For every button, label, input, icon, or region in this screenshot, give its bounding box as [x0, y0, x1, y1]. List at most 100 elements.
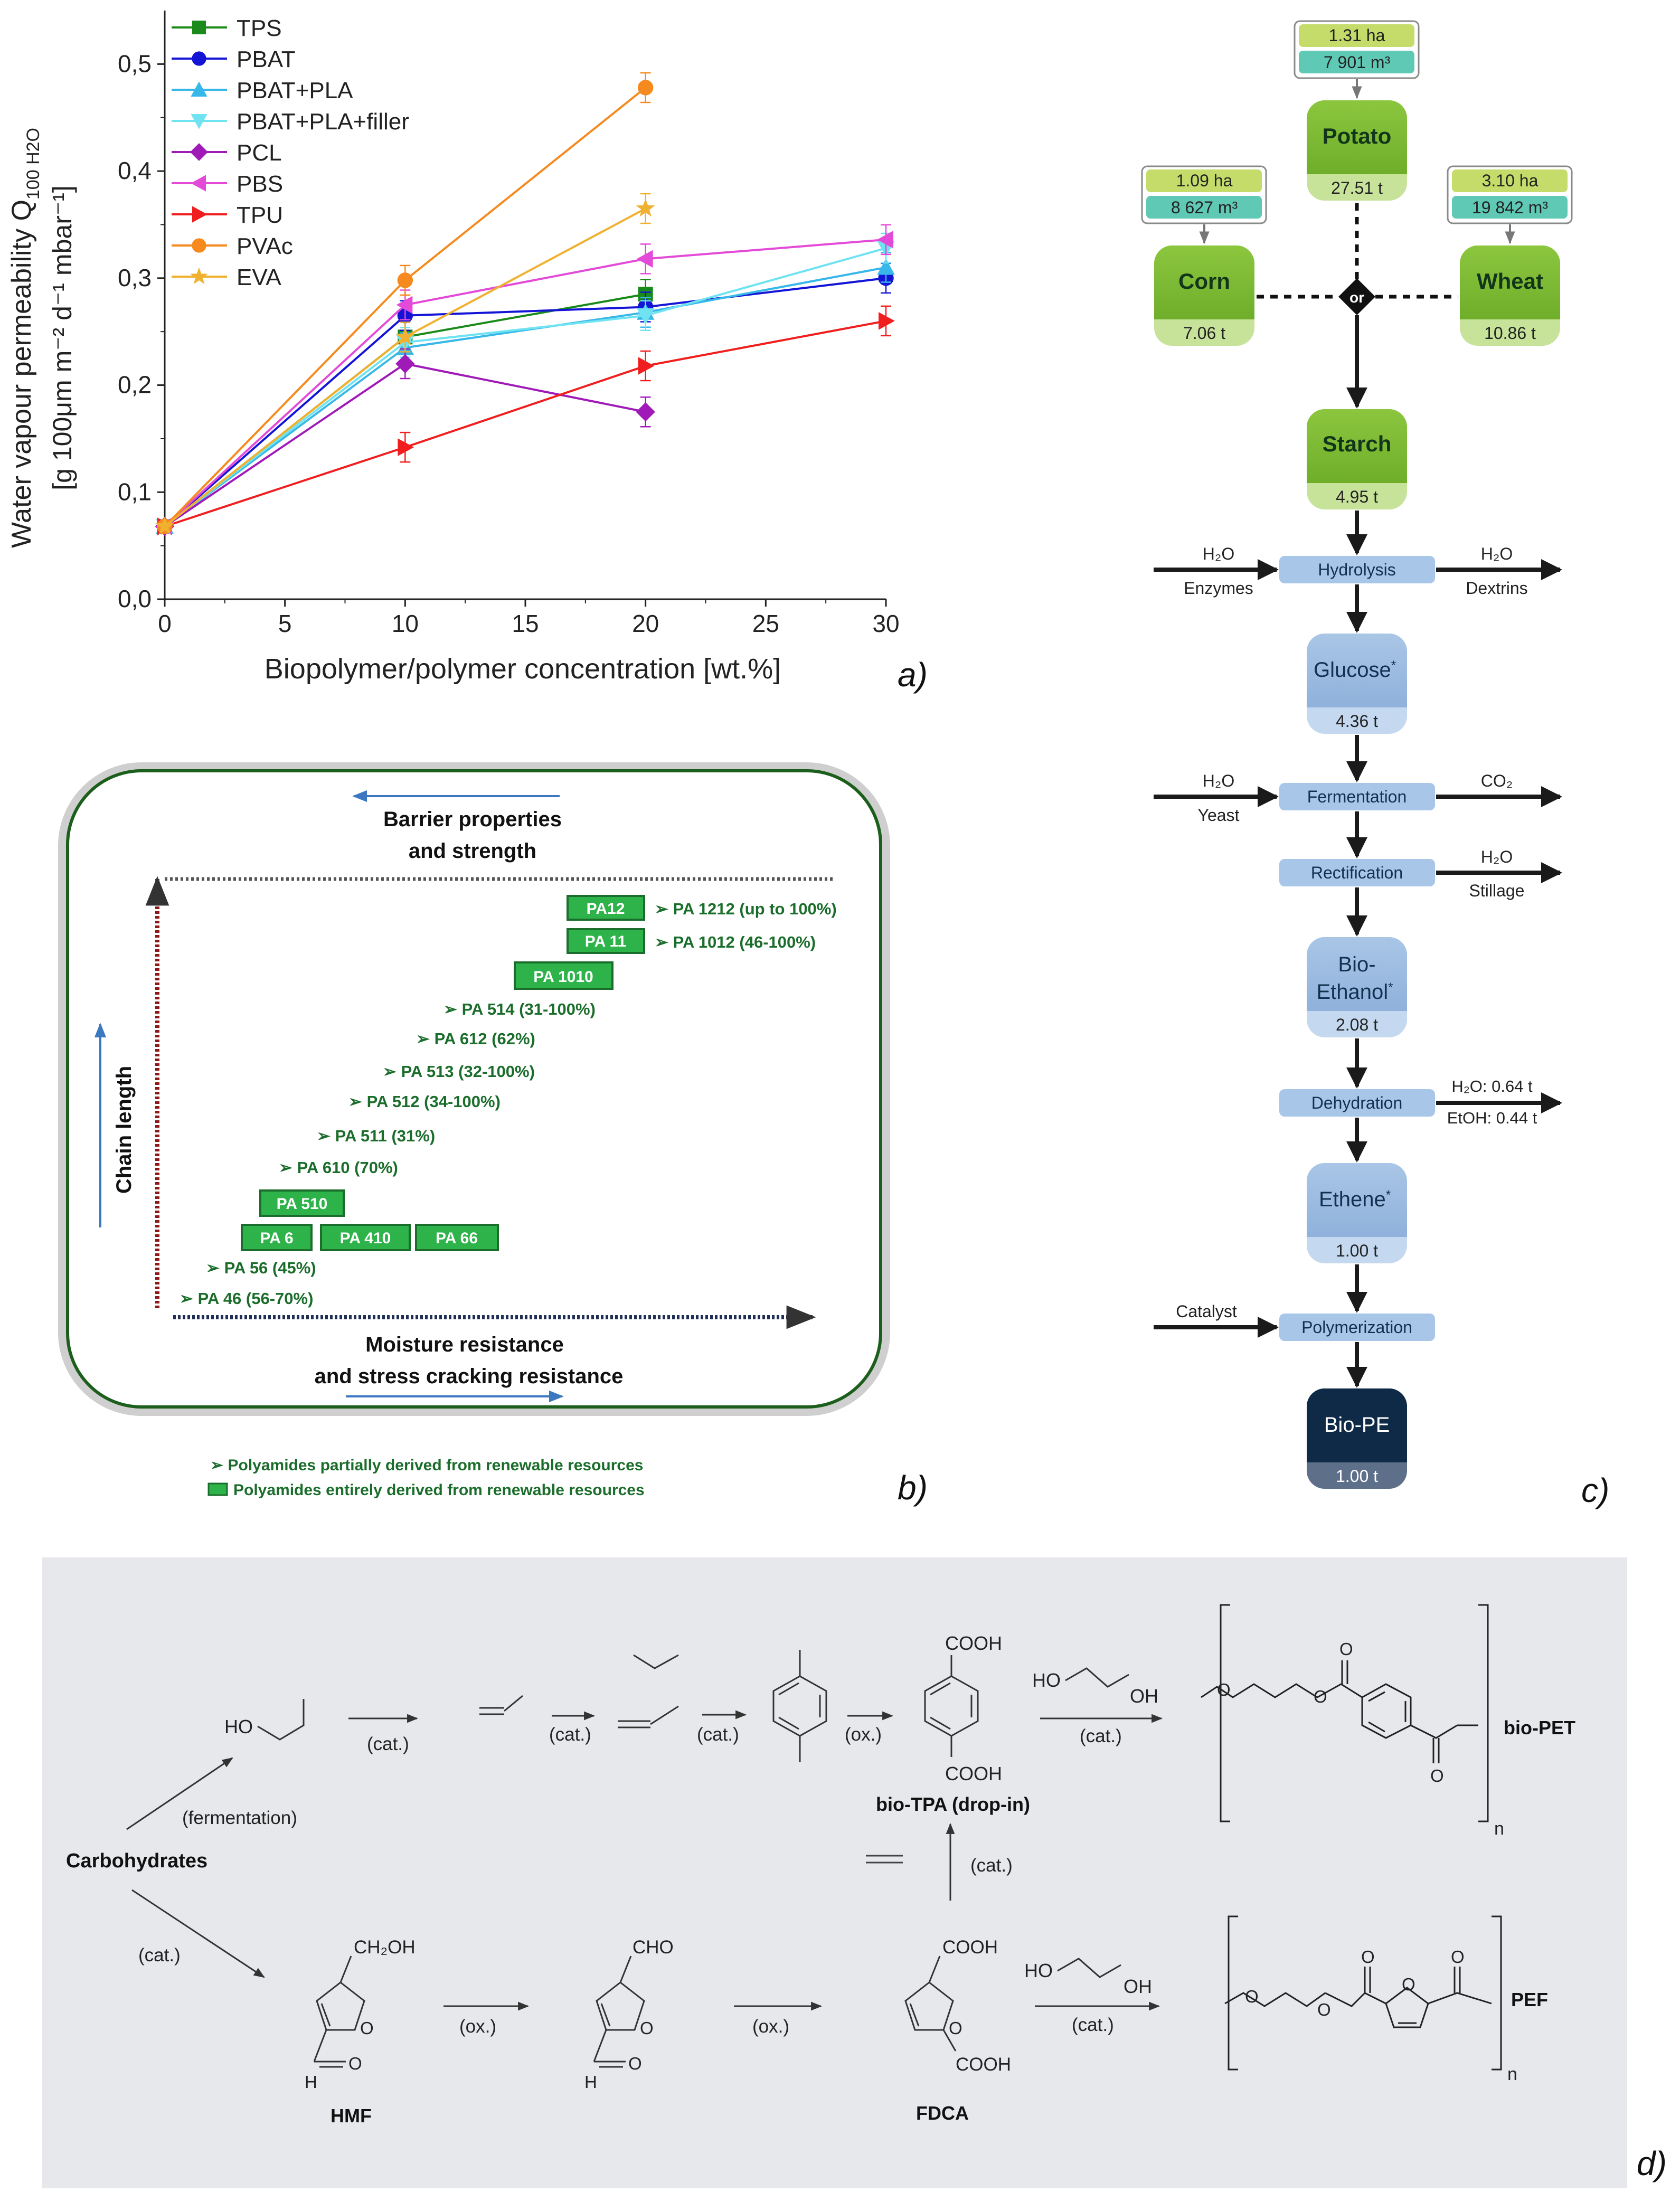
glucose-name: Glucose* — [1314, 658, 1396, 682]
pef-o-3: O — [1361, 1947, 1375, 1967]
legend-marker-tpu — [192, 206, 207, 223]
data-point-pbat-pla — [877, 258, 895, 275]
pa66-box-label: PA 66 — [436, 1230, 478, 1247]
x-axis-title: Biopolymer/polymer concentration [wt.%] — [265, 653, 781, 685]
legend-partial: ➢ Polyamides partially derived from rene… — [210, 1457, 644, 1474]
pa56-label: PA 56 (45%) — [224, 1259, 316, 1277]
series-line-pbat — [164, 277, 886, 527]
biope-name: Bio-PE — [1324, 1413, 1390, 1437]
legend-entire-label: Polyamides entirely derived from renewab… — [233, 1481, 645, 1499]
glycol-top-ho: HO — [1032, 1669, 1061, 1691]
moisture-title-1: Moisture resistance — [365, 1333, 564, 1356]
pa511-item: ➢ PA 511 (31%) — [317, 1127, 435, 1145]
hmf-route-cat: (cat.) — [138, 1945, 181, 1966]
data-point-pcl — [636, 402, 655, 422]
legend-item-pbs: PBS — [172, 171, 283, 197]
fdca-to-tpa-cat: (cat.) — [970, 1855, 1013, 1876]
legend-label-pbs: PBS — [237, 171, 283, 197]
hydrolysis-output-bottom: Dextrins — [1466, 579, 1527, 598]
data-point-tpu — [398, 438, 414, 456]
barrier-title-1: Barrier properties — [383, 808, 562, 831]
dff-aldehyde-o: O — [628, 2054, 642, 2073]
starch-name: Starch — [1323, 431, 1392, 456]
legend-item-tps: TPS — [172, 15, 282, 41]
pef-label: PEF — [1511, 1989, 1548, 2010]
data-point-eva — [395, 327, 415, 345]
polymerization-input-top: Catalyst — [1176, 1302, 1237, 1321]
data-point-pbat-pla-filler — [636, 308, 655, 325]
series-line-pbs — [164, 238, 886, 527]
panel-c-label: c) — [1581, 1471, 1609, 1509]
step4-ox: (ox.) — [845, 1724, 882, 1745]
dff-ring-o: O — [640, 2018, 654, 2038]
ethene-node: Ethene* 1.00 t — [1307, 1163, 1407, 1263]
pet-o-4: O — [1430, 1766, 1444, 1785]
data-point-pvac — [637, 80, 654, 96]
or-junction: or — [1338, 278, 1375, 315]
corn-value: 7.06 t — [1183, 324, 1225, 343]
pa513-item: ➢ PA 513 (32-100%) — [383, 1062, 535, 1081]
panel-b-diagram: Barrier properties and strength Chain le… — [58, 762, 928, 1507]
y-axis-title: Water vapour permeability Q100 H2O [g 10… — [6, 128, 77, 548]
pa56-item: ➢ PA 56 (45%) — [206, 1259, 316, 1277]
pa510-box-label: PA 510 — [277, 1195, 328, 1213]
panel-d-background — [42, 1557, 1627, 2188]
chain-length-label: Chain length — [112, 1066, 136, 1194]
y-tick-label: 0,0 — [118, 585, 152, 612]
x-tick-label: 5 — [278, 610, 292, 637]
pa1212-item: ➢ PA 1212 (up to 100%) — [655, 900, 837, 918]
fermentation-step: Fermentation — [1279, 783, 1435, 810]
pa612-label: PA 612 (62%) — [435, 1029, 535, 1048]
pa11-box: PA 11 — [567, 928, 645, 954]
rectification-name: Rectification — [1311, 863, 1403, 882]
data-point-tpu — [638, 357, 655, 375]
legend-item-pvac: PVAc — [172, 233, 293, 259]
legend-item-eva: EVA — [172, 264, 281, 290]
pa6-box-label: PA 6 — [260, 1230, 293, 1247]
legend-partial-label: Polyamides partially derived from renewa… — [228, 1457, 643, 1474]
svg-text:Water vapour permeability Q100: Water vapour permeability Q100 H2O — [6, 128, 43, 548]
wheat-water: 19 842 m³ — [1472, 198, 1548, 217]
pa1010-box-label: PA 1010 — [533, 968, 593, 986]
data-point-eva — [155, 516, 174, 535]
biope-node: Bio-PE 1.00 t — [1307, 1388, 1407, 1489]
fdca-cooh-top: COOH — [942, 1937, 998, 1958]
bioethanol-mark: * — [1388, 980, 1393, 995]
series-line-tpu — [164, 319, 886, 528]
legend-item-pcl: PCL — [172, 140, 282, 166]
series-eva — [155, 193, 655, 535]
glucose-mark: * — [1391, 658, 1396, 673]
fermentation-arrow — [126, 1757, 233, 1830]
tpa-structure: COOH COOH bio-TPA (drop-in) — [876, 1632, 1030, 1815]
legend-label-pcl: PCL — [237, 140, 282, 166]
pef-n: n — [1507, 2064, 1517, 2084]
series-line-pbat-pla — [164, 266, 886, 527]
series-line-pbat-pla-filler — [164, 247, 886, 527]
hmf-label: HMF — [331, 2105, 372, 2127]
or-label: or — [1349, 289, 1364, 306]
tpa-cooh-bottom: COOH — [945, 1763, 1002, 1784]
chart-legend: TPSPBATPBAT+PLAPBAT+PLA+fillerPCLPBSTPUP… — [172, 15, 409, 290]
dehydration-output-top: H₂O: 0.64 t — [1451, 1077, 1533, 1095]
legend-marker-pbs — [191, 175, 206, 192]
y-tick-label: 0,5 — [118, 50, 152, 77]
pa1010-box: PA 1010 — [514, 961, 614, 990]
data-point-pcl — [395, 354, 415, 374]
chart-series-group — [155, 72, 895, 536]
data-point-pvac — [397, 272, 413, 288]
x-tick-label: 30 — [872, 610, 899, 637]
moisture-title-2: and stress cracking resistance — [315, 1365, 624, 1388]
y-tick-label: 0,1 — [118, 478, 152, 505]
bio-tpa-label: bio-TPA (drop-in) — [876, 1793, 1030, 1815]
diisobutene-structure — [618, 1654, 679, 1728]
fermentation-input-top: H₂O — [1203, 771, 1234, 790]
potato-name: Potato — [1323, 124, 1392, 148]
starch-node: Starch 4.95 t — [1307, 409, 1407, 509]
fdca-structure: COOH O COOH FDCA — [904, 1937, 1011, 2124]
panel-a-chart: Water vapour permeability Q100 H2O [g 10… — [6, 11, 928, 694]
polymerization-name: Polymerization — [1301, 1318, 1412, 1337]
glycol-bottom-ho: HO — [1024, 1960, 1053, 1981]
corn-water: 8 627 m³ — [1171, 198, 1238, 217]
series-pbat-pla — [156, 252, 895, 534]
